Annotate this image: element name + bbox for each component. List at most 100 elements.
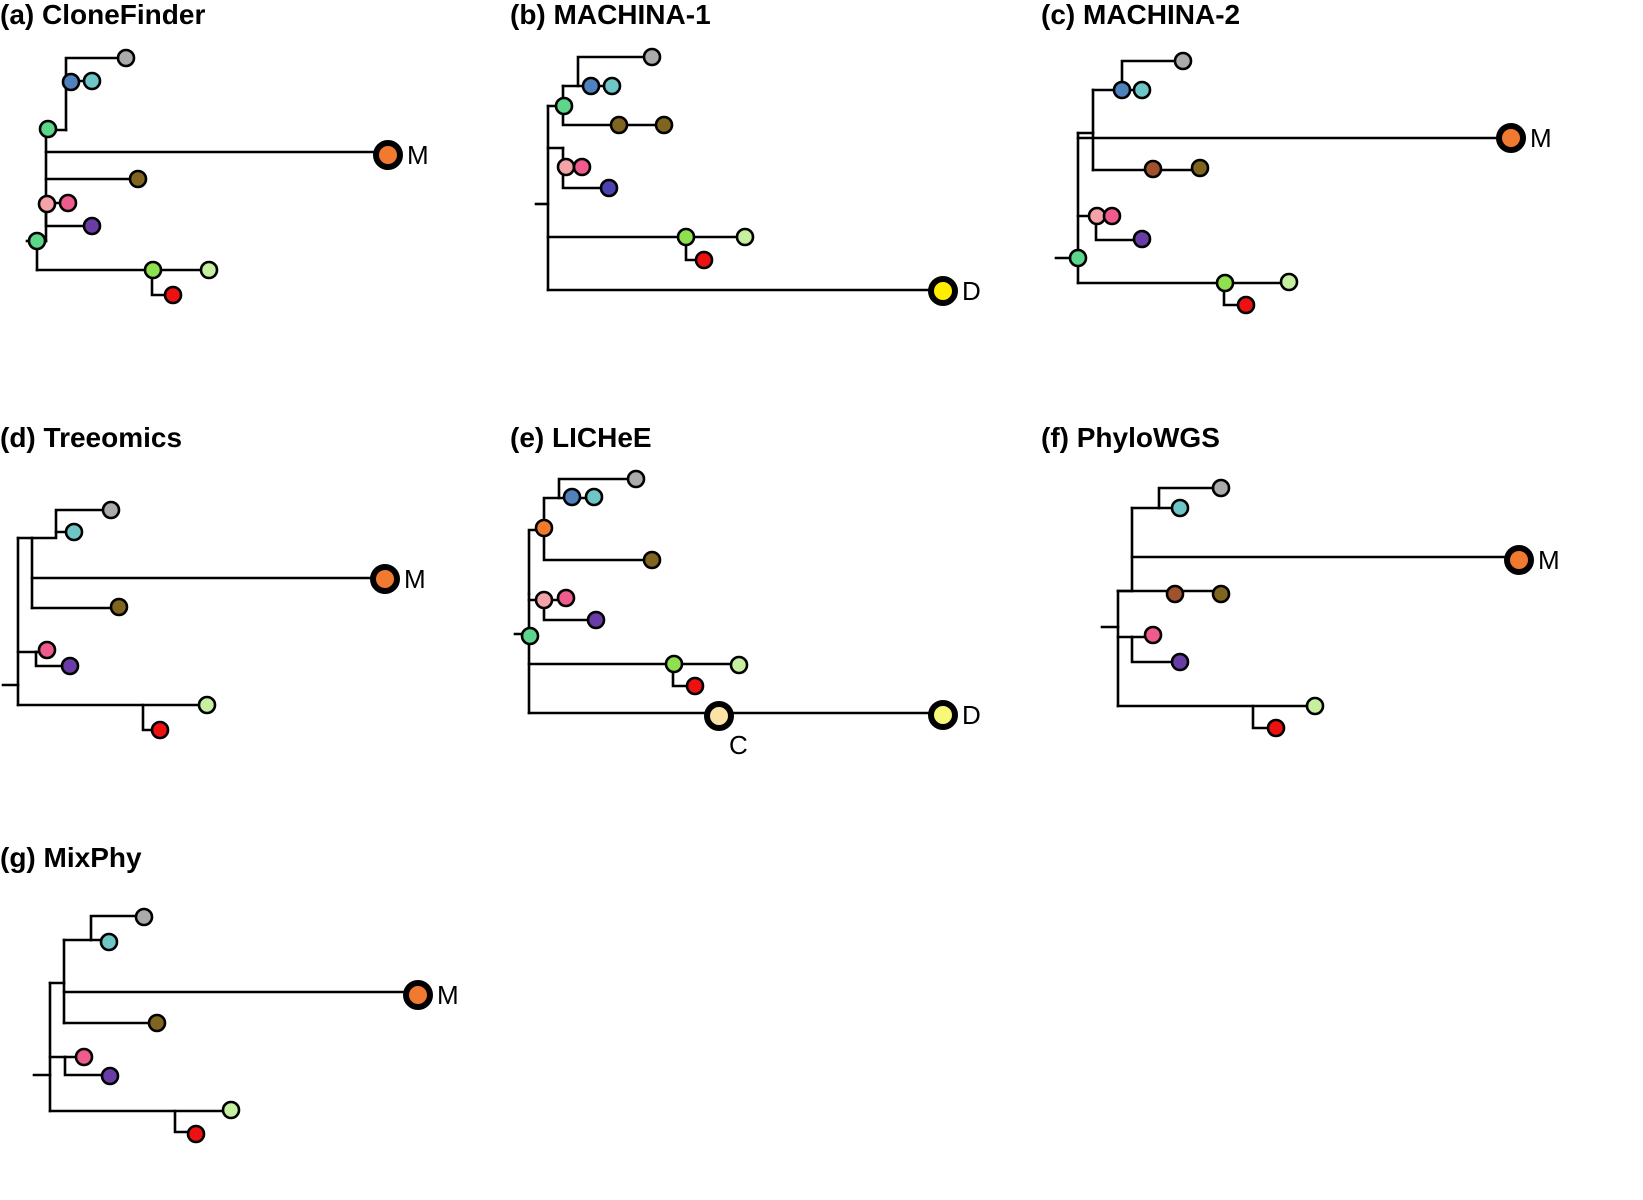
panel-e-edges bbox=[513, 477, 945, 715]
panel-b: (b) MACHINA-1 D bbox=[510, 0, 981, 306]
panel-g-title: (g) MixPhy bbox=[0, 842, 142, 873]
node-label: C bbox=[729, 730, 748, 760]
node-label: M bbox=[437, 980, 459, 1010]
clone-node-light-pink bbox=[534, 590, 554, 610]
clone-node-red bbox=[1266, 718, 1286, 738]
node-label: M bbox=[404, 564, 426, 594]
clone-node-pale-yellow bbox=[928, 700, 958, 730]
clone-node-teal bbox=[584, 487, 604, 507]
panel-a: (a) CloneFinder M bbox=[0, 0, 429, 305]
clone-node-grey bbox=[134, 907, 154, 927]
panel-e: (e) LICHeE CD bbox=[510, 422, 981, 760]
clone-node-orange bbox=[373, 140, 403, 170]
clone-node-brown bbox=[1165, 584, 1185, 604]
clone-node-purple bbox=[82, 216, 102, 236]
clone-node-pale-green bbox=[199, 260, 219, 280]
panel-c-nodes: M bbox=[1068, 51, 1552, 315]
tree-branch bbox=[576, 55, 654, 88]
clone-node-lime bbox=[143, 260, 163, 280]
clone-node-light-pink bbox=[1087, 206, 1107, 226]
clone-node-pink bbox=[572, 157, 592, 177]
clone-node-purple bbox=[1132, 229, 1152, 249]
panel-d-edges bbox=[1, 508, 387, 732]
clone-node-teal bbox=[602, 76, 622, 96]
node-label: M bbox=[1538, 545, 1560, 575]
clone-node-red bbox=[685, 676, 705, 696]
clone-node-yellow bbox=[928, 276, 958, 306]
clone-node-orange bbox=[1496, 123, 1526, 153]
clone-node-steel-blue bbox=[61, 72, 81, 92]
panel-d-nodes: M bbox=[37, 500, 426, 740]
clone-node-grey bbox=[1173, 51, 1193, 71]
panel-b-title: (b) MACHINA-1 bbox=[510, 0, 711, 30]
clone-node-orange bbox=[1504, 545, 1534, 575]
clone-node-mint bbox=[38, 119, 58, 139]
clone-node-dark-olive bbox=[128, 169, 148, 189]
clone-node-teal bbox=[82, 71, 102, 91]
clone-node-red bbox=[163, 285, 183, 305]
clone-node-grey bbox=[1211, 478, 1231, 498]
clone-node-purple bbox=[1170, 652, 1190, 672]
panel-d: (d) Treeomics M bbox=[0, 422, 426, 740]
tree-branch bbox=[1157, 486, 1223, 510]
clone-node-dark-olive bbox=[1211, 584, 1231, 604]
clone-node-dark-olive bbox=[147, 1013, 167, 1033]
clone-node-grey bbox=[626, 469, 646, 489]
clone-node-purple bbox=[586, 610, 606, 630]
clone-node-brown bbox=[1143, 159, 1163, 179]
clone-node-teal bbox=[1170, 498, 1190, 518]
clone-node-pale-green bbox=[221, 1100, 241, 1120]
clone-node-orange bbox=[534, 518, 554, 538]
panel-g-edges bbox=[32, 914, 420, 1134]
clone-node-teal bbox=[1132, 80, 1152, 100]
tree-branch bbox=[34, 650, 72, 668]
tree-branch bbox=[527, 528, 546, 596]
clone-node-light-pink bbox=[37, 194, 57, 214]
panel-f-title: (f) PhyloWGS bbox=[1041, 422, 1220, 453]
clone-node-mint bbox=[27, 231, 47, 251]
clone-node-orange bbox=[370, 564, 400, 594]
clone-node-steel-blue bbox=[1112, 80, 1132, 100]
tree-branch bbox=[542, 528, 654, 562]
clone-node-indigo bbox=[599, 178, 619, 198]
panel-d-title: (d) Treeomics bbox=[0, 422, 182, 453]
tree-branch bbox=[1130, 635, 1182, 664]
clone-node-pink bbox=[1102, 206, 1122, 226]
panel-a-edges bbox=[25, 56, 390, 297]
panel-g-nodes: M bbox=[74, 907, 459, 1144]
tree-branch bbox=[89, 914, 145, 942]
node-label: M bbox=[1530, 123, 1552, 153]
tree-branch bbox=[557, 477, 638, 500]
panel-e-title: (e) LICHeE bbox=[510, 422, 652, 453]
clone-node-pink bbox=[58, 193, 78, 213]
panel-e-nodes: CD bbox=[520, 469, 981, 760]
clone-node-pink bbox=[556, 588, 576, 608]
clone-node-pale-green bbox=[735, 227, 755, 247]
node-label: D bbox=[962, 700, 981, 730]
clone-node-red bbox=[1236, 295, 1256, 315]
clone-node-mint bbox=[1068, 248, 1088, 268]
clone-node-pale-green bbox=[1279, 272, 1299, 292]
clone-node-pale-green bbox=[1305, 696, 1325, 716]
clone-node-pink bbox=[74, 1047, 94, 1067]
tree-branch bbox=[63, 1055, 112, 1077]
clone-node-red bbox=[186, 1124, 206, 1144]
panel-a-nodes: M bbox=[27, 48, 429, 305]
clone-node-grey bbox=[116, 48, 136, 68]
clone-node-grey bbox=[642, 47, 662, 67]
clone-node-mint bbox=[554, 96, 574, 116]
clone-node-pale-green bbox=[197, 695, 217, 715]
clone-node-red bbox=[694, 250, 714, 270]
clone-node-cream bbox=[704, 701, 734, 731]
clone-node-lime bbox=[676, 227, 696, 247]
panel-g: (g) MixPhy M bbox=[0, 842, 459, 1144]
panel-c: (c) MACHINA-2 M bbox=[1041, 0, 1552, 315]
clone-node-light-pink bbox=[556, 157, 576, 177]
clone-node-dark-olive bbox=[654, 115, 674, 135]
clone-node-steel-blue bbox=[581, 76, 601, 96]
clone-node-purple bbox=[100, 1066, 120, 1086]
panel-a-title: (a) CloneFinder bbox=[0, 0, 205, 30]
clone-node-orange bbox=[403, 980, 433, 1010]
clone-node-steel-blue bbox=[562, 487, 582, 507]
clone-node-purple bbox=[60, 656, 80, 676]
